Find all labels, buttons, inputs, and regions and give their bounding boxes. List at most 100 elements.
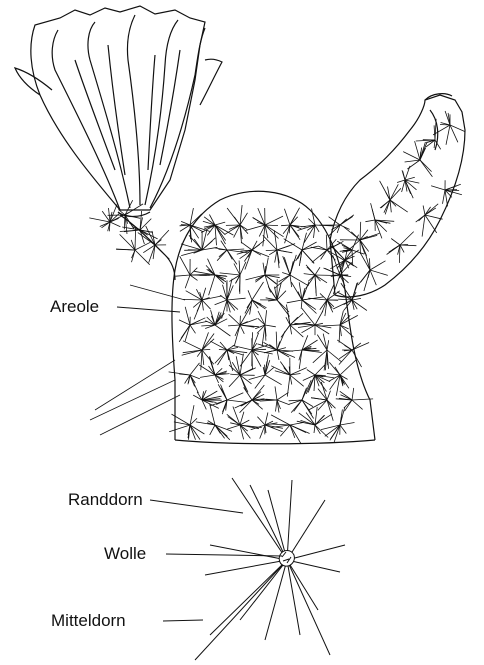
- spine: [400, 245, 404, 252]
- spine: [135, 250, 150, 265]
- spine: [327, 239, 336, 250]
- spine: [116, 249, 135, 250]
- spine: [200, 375, 215, 377]
- spine: [320, 293, 327, 300]
- spine: [364, 270, 370, 291]
- spine: [120, 234, 135, 250]
- spine: [185, 275, 190, 288]
- spine: [302, 233, 307, 250]
- spine: [397, 180, 405, 183]
- long-spine: [95, 360, 175, 410]
- spine: [135, 242, 150, 250]
- leader-wolle: [166, 554, 282, 556]
- spine: [302, 242, 317, 250]
- spine: [352, 400, 363, 409]
- spine: [370, 261, 386, 270]
- spine: [340, 215, 354, 225]
- spine: [110, 222, 120, 227]
- spine: [440, 125, 450, 126]
- spine: [284, 209, 290, 225]
- spine: [319, 325, 340, 326]
- spine: [352, 298, 361, 300]
- spine: [352, 283, 357, 300]
- spine: [340, 360, 356, 375]
- leader-mitteldorn: [163, 620, 203, 621]
- spine: [372, 209, 375, 220]
- spine: [347, 240, 360, 252]
- spine: [279, 275, 291, 282]
- spine: [420, 160, 432, 177]
- spine: [265, 225, 279, 239]
- spine: [227, 298, 246, 300]
- spine: [311, 398, 327, 400]
- spine: [352, 250, 353, 265]
- areole-detail: [195, 478, 345, 660]
- spine: [315, 225, 319, 232]
- spine: [434, 140, 435, 148]
- spine: [135, 228, 136, 250]
- spine: [340, 325, 341, 336]
- spine: [340, 425, 346, 434]
- label-areole: Areole: [50, 297, 99, 316]
- spine: [265, 310, 267, 325]
- spine: [266, 250, 277, 251]
- spine: [370, 270, 388, 275]
- spine: [352, 388, 354, 400]
- spine: [400, 232, 414, 245]
- spine: [180, 256, 190, 275]
- spine: [431, 186, 445, 190]
- spine: [215, 325, 230, 336]
- spine: [252, 282, 264, 300]
- spine: [402, 180, 405, 192]
- spine: [445, 190, 459, 191]
- spine: [443, 190, 446, 204]
- spine: [246, 225, 266, 231]
- spine: [230, 374, 240, 375]
- spine: [299, 350, 302, 369]
- spine: [249, 375, 265, 380]
- spine: [219, 250, 227, 257]
- spine: [416, 215, 425, 222]
- spine: [281, 225, 290, 226]
- spine: [190, 275, 198, 280]
- spine: [244, 387, 252, 400]
- spine: [209, 275, 215, 295]
- label-randdorn: Randdorn: [68, 490, 143, 509]
- spine: [89, 218, 110, 222]
- spine: [219, 249, 228, 250]
- spine: [179, 374, 190, 375]
- spine: [340, 423, 355, 426]
- spine: [227, 249, 244, 250]
- spine: [258, 311, 265, 325]
- spine: [169, 425, 190, 432]
- spine: [315, 275, 327, 283]
- spine: [327, 340, 329, 350]
- spine: [190, 321, 207, 325]
- spine: [275, 386, 277, 400]
- spine: [327, 244, 340, 251]
- spine: [277, 250, 292, 253]
- spine: [327, 391, 331, 400]
- label-mitteldorn: Mitteldorn: [51, 611, 126, 630]
- spine: [227, 250, 232, 259]
- spine: [314, 425, 315, 433]
- spine: [190, 325, 196, 333]
- spine: [257, 417, 265, 425]
- left-flower: [15, 6, 222, 217]
- spine: [403, 171, 405, 180]
- spine: [315, 365, 325, 375]
- spine: [400, 245, 416, 246]
- spine: [227, 208, 240, 225]
- spine: [215, 222, 225, 225]
- spine: [277, 342, 280, 351]
- spine: [215, 225, 226, 241]
- spine: [240, 368, 253, 375]
- spine: [405, 177, 415, 180]
- long-spine: [90, 380, 175, 420]
- spine: [179, 325, 190, 342]
- spine: [240, 325, 244, 334]
- spine: [390, 200, 408, 212]
- spine: [260, 425, 265, 439]
- spine: [318, 400, 327, 410]
- spine: [190, 363, 200, 375]
